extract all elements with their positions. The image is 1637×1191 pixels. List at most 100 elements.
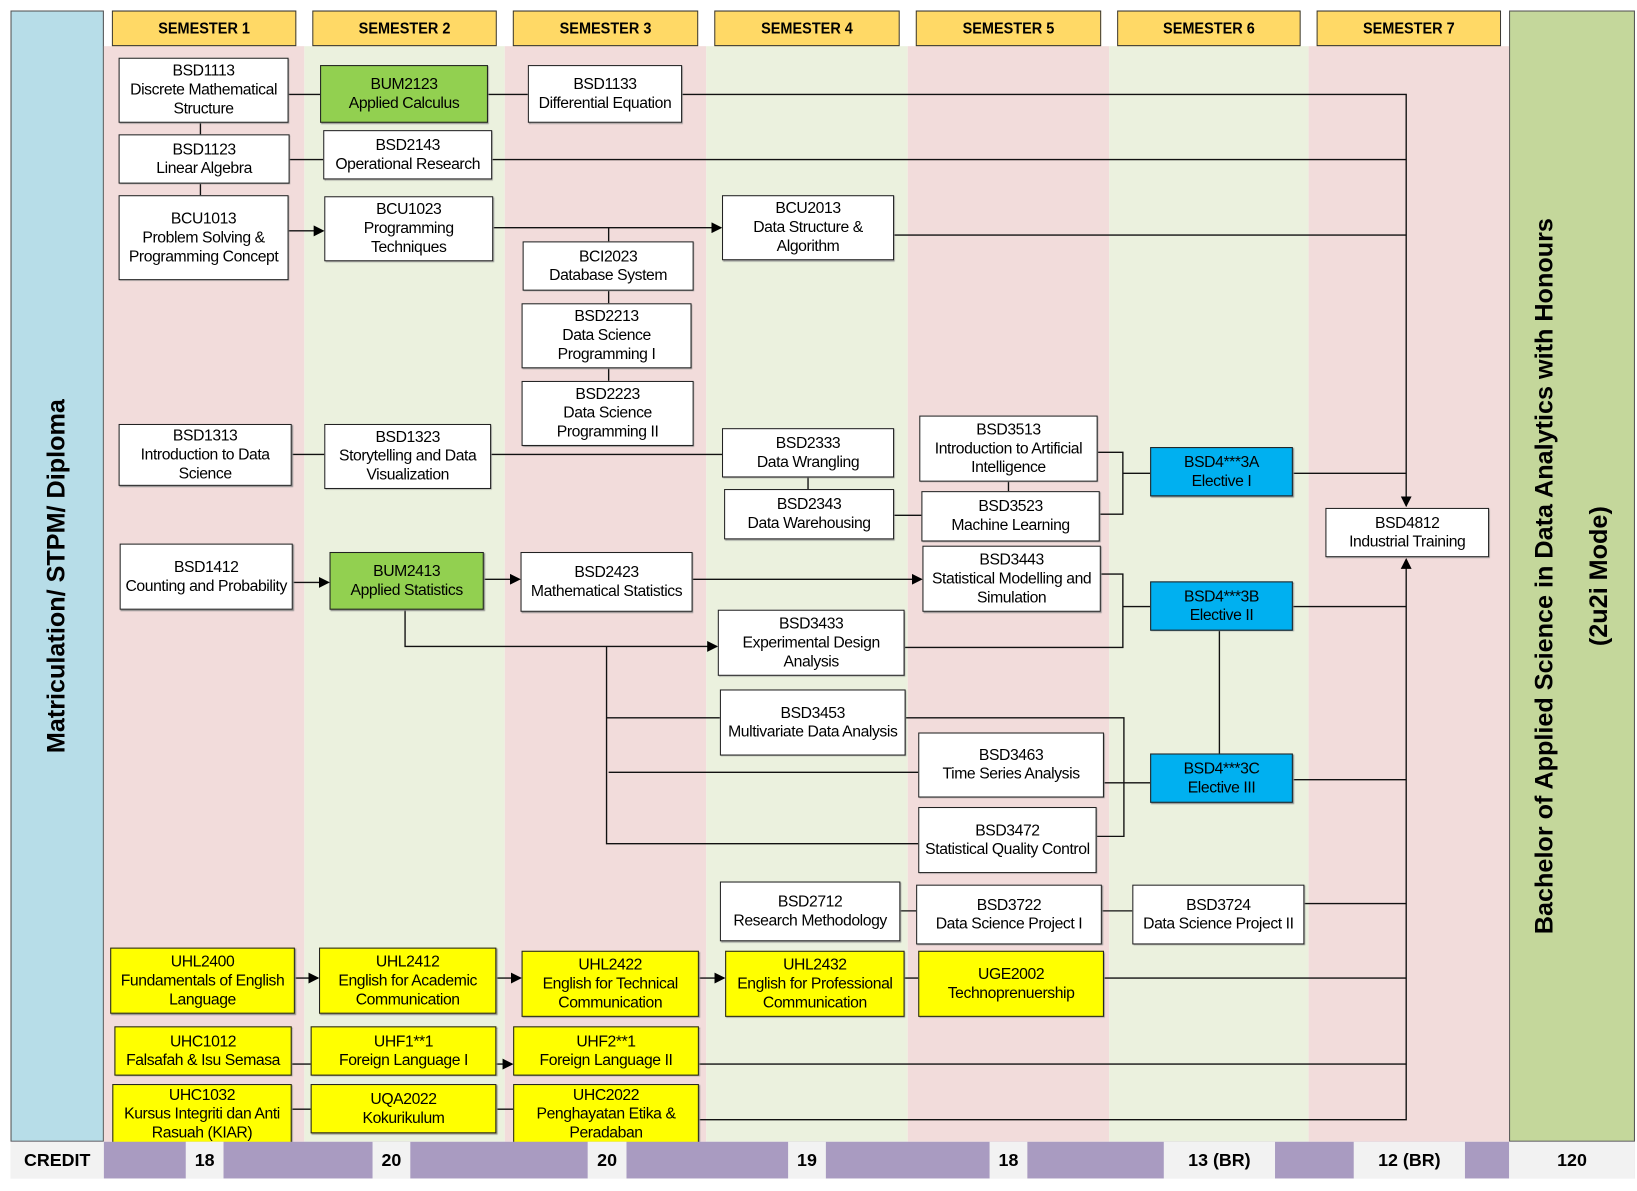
course-code: BSD4***3B: [1184, 587, 1259, 605]
course-name: Foreign Language I: [339, 1050, 468, 1069]
course-code: UQA2022: [370, 1089, 437, 1108]
semester-7-header: SEMESTER 7: [1316, 10, 1502, 47]
course-name: English for Professional Communication: [737, 974, 893, 1012]
course-name: Storytelling and Data Visualization: [339, 447, 477, 484]
course-code: BUM2123: [370, 75, 438, 93]
course-name: Linear Algebra: [156, 158, 252, 177]
course-code: BSD2223: [575, 385, 640, 403]
course-name: Elective I: [1191, 471, 1252, 490]
course-name: Introduction to Artificial Intelligence: [934, 439, 1083, 476]
course-code: BSD3463: [978, 746, 1044, 764]
credit-semester-1: 18: [185, 1141, 224, 1179]
course-code: UHL2422: [578, 955, 643, 974]
credit-semester-7: 12 (BR): [1353, 1141, 1465, 1179]
course-name: Data Wrangling: [756, 452, 860, 471]
course-code: BSD1412: [173, 557, 239, 576]
course-code: UHF1**1: [373, 1032, 434, 1050]
course-code: BSD4***3A: [1184, 452, 1259, 471]
course-name: Kursus Integriti dan Anti Rasuah (KIAR): [124, 1104, 280, 1142]
semester-7-column: [1308, 46, 1510, 1142]
course-name: Operational Research: [335, 154, 481, 173]
course-code: UHL2432: [783, 955, 847, 974]
course-name: Discrete Mathematical Structure: [130, 80, 278, 118]
course-code: BSD3472: [975, 821, 1040, 839]
course-name: Mathematical Statistics: [530, 581, 683, 600]
course-name: Applied Statistics: [350, 580, 463, 599]
credit-semester-3: 20: [587, 1141, 627, 1179]
credit-semester-5: 18: [989, 1141, 1028, 1179]
course-name: Statistical Modelling and Simulation: [931, 569, 1092, 607]
course-name: Statistical Quality Control: [925, 840, 1090, 858]
course-name: Falsafah & Isu Semasa: [126, 1050, 281, 1069]
course-name: Data Warehousing: [747, 514, 871, 533]
course-code: BSD1123: [172, 140, 236, 158]
credit-semester-4: 19: [788, 1141, 826, 1179]
course-name: Data Structure & Algorithm: [753, 218, 863, 256]
course-code: BSD3443: [979, 550, 1044, 569]
course-code: BSD2343: [776, 495, 842, 514]
course-code: BCU2013: [775, 199, 841, 218]
semester-5-header: SEMESTER 5: [915, 10, 1102, 47]
course-code: BCU1013: [170, 209, 237, 228]
course-name: Industrial Training: [1349, 532, 1466, 551]
semester-3-header: SEMESTER 3: [512, 10, 699, 47]
course-code: BSD2143: [375, 135, 440, 154]
course-code: UHC2022: [572, 1085, 640, 1104]
course-code: UHL2412: [375, 952, 440, 971]
course-code: BCI2023: [578, 247, 638, 265]
course-code: BSD1313: [172, 426, 238, 445]
course-name: Differential Equation: [538, 93, 672, 112]
credit-label: CREDIT: [10, 1141, 104, 1179]
course-code: UHF2**1: [576, 1032, 636, 1050]
course-code: BSD4***3C: [1183, 759, 1260, 778]
course-name: Multivariate Data Analysis: [728, 722, 898, 741]
course-code: BSD3433: [778, 614, 844, 633]
course-code: BSD4812: [1375, 513, 1440, 532]
course-name: English for Technical Communication: [542, 974, 679, 1012]
credit-semester-6: 13 (BR): [1163, 1141, 1276, 1179]
course-name: English for Academic Communication: [338, 971, 477, 1008]
course-name: Elective III: [1187, 778, 1256, 796]
course-code: BSD1113: [172, 61, 236, 80]
course-name: Foreign Language II: [539, 1050, 673, 1069]
course-name: Data Science Project II: [1143, 914, 1294, 933]
course-name: Counting and Probability: [125, 576, 287, 595]
course-code: BUM2413: [373, 561, 441, 580]
course-name: Fundamentals of English Language: [120, 971, 285, 1008]
course-name: Research Methodology: [733, 911, 887, 930]
course-name: Kokurikulum: [362, 1108, 445, 1127]
semester-6-header: SEMESTER 6: [1117, 10, 1301, 47]
entry-requirement-band: Matriculation/ STPM/ Diploma: [10, 10, 104, 1142]
course-code: UHC1012: [169, 1032, 237, 1050]
course-name: Database System: [549, 266, 668, 284]
course-name: Elective II: [1189, 606, 1254, 624]
course-code: UGE2002: [977, 964, 1045, 983]
course-name: Data Science Programming I: [557, 326, 656, 364]
semester-4-header: SEMESTER 4: [714, 10, 900, 47]
